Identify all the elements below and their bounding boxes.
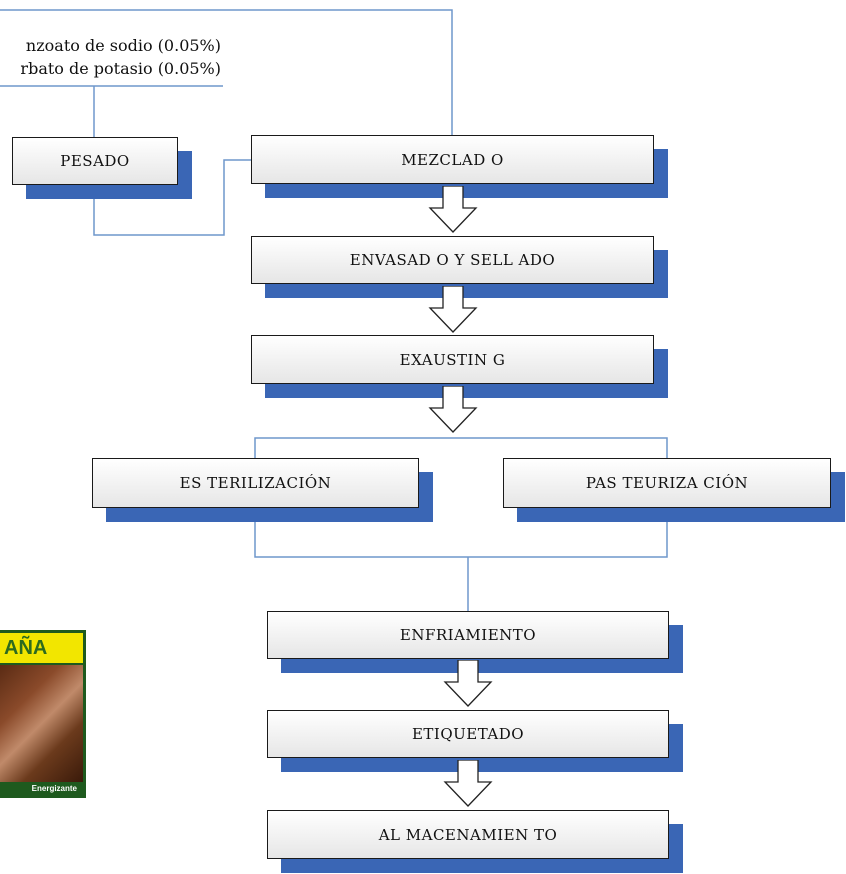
arrow-down-icon: [428, 286, 478, 333]
step-exausting-label: EXAUSTIN G: [399, 350, 506, 369]
product-label-image: AÑA Energizante: [0, 630, 86, 798]
step-enfriamiento: ENFRIAMIENTO: [267, 611, 669, 659]
step-envasado-label: ENVASAD O Y SELL ADO: [349, 251, 556, 269]
arrow-down-icon: [443, 760, 493, 807]
step-almacenamiento: AL MACENAMIEN TO: [267, 810, 669, 859]
additive-sorbate: rbato de potasio (0.05%): [20, 59, 221, 78]
step-etiquetado-label: ETIQUETADO: [411, 725, 525, 743]
step-enfriamiento-label: ENFRIAMIENTO: [399, 626, 537, 644]
product-brand: AÑA: [0, 633, 83, 663]
step-mezclado-label: MEZCLAD O: [401, 150, 504, 169]
step-esterilizacion-label: ES TERILIZACIÓN: [179, 474, 332, 492]
product-tag: Energizante: [31, 784, 77, 793]
step-mezclado: MEZCLAD O: [251, 135, 654, 184]
arrow-down-icon: [428, 386, 478, 433]
step-pesado-label: PESADO: [60, 152, 130, 170]
step-pesado: PESADO: [12, 137, 178, 185]
product-photo: [0, 665, 83, 782]
step-pasteurizacion-label: PAS TEURIZA CIÓN: [585, 474, 749, 492]
arrow-down-icon: [428, 186, 478, 233]
arrow-down-icon: [443, 660, 493, 707]
step-almacenamiento-label: AL MACENAMIEN TO: [378, 825, 558, 844]
step-etiquetado: ETIQUETADO: [267, 710, 669, 758]
connector-merge: [254, 508, 668, 558]
additives-note: nzoato de sodio (0.05%) rbato de potasio…: [0, 34, 225, 80]
connector-additive-to-mezclado: [0, 9, 453, 135]
connector-pesado-to-mezclado: [93, 159, 251, 236]
step-esterilizacion: ES TERILIZACIÓN: [92, 458, 419, 508]
step-pasteurizacion: PAS TEURIZA CIÓN: [503, 458, 831, 508]
additive-benzoate: nzoato de sodio (0.05%): [25, 36, 221, 55]
step-envasado-sellado: ENVASAD O Y SELL ADO: [251, 236, 654, 284]
step-exausting: EXAUSTIN G: [251, 335, 654, 384]
connector-split: [254, 437, 668, 458]
